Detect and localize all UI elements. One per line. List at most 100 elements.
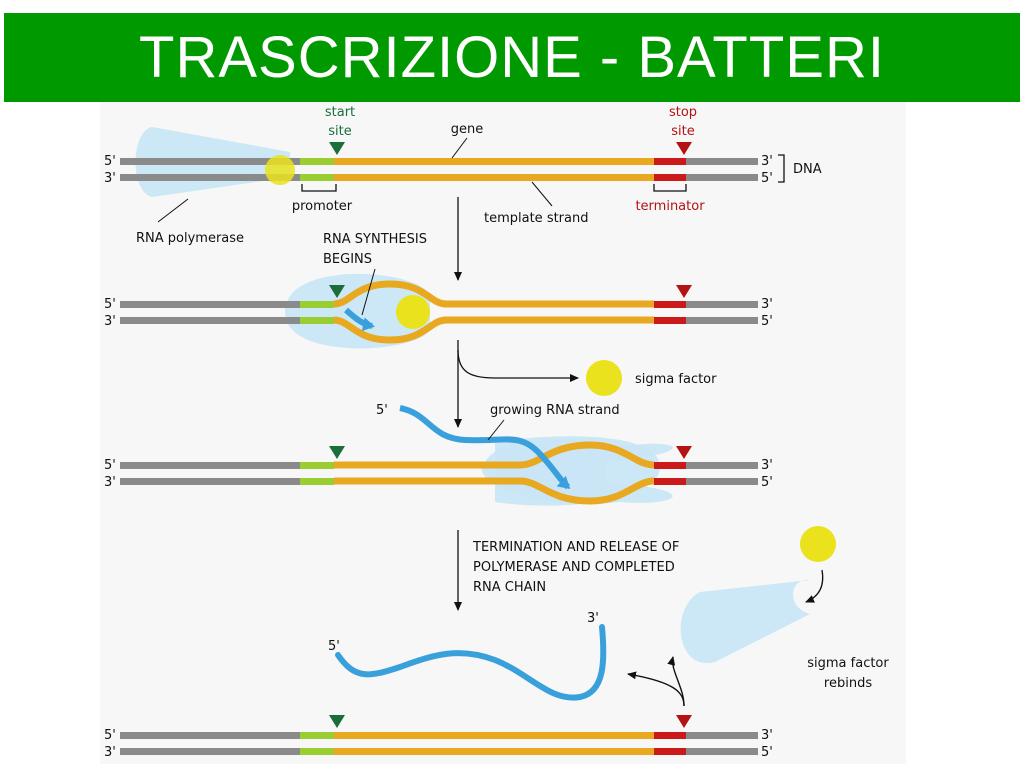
s3-bottom-5-end: 5' xyxy=(761,475,773,490)
gene-label: gene xyxy=(451,122,484,137)
growing-rna-strand xyxy=(399,405,571,490)
dna-bottom-right xyxy=(686,174,758,181)
s3-bubble-top xyxy=(334,441,655,469)
s4-top-3-end: 3' xyxy=(761,728,773,743)
termination-label-1: TERMINATION AND RELEASE OF xyxy=(472,540,679,555)
stage-4-termination: sigma factor rebinds 5' 3' 5' 3' 3' 5' xyxy=(104,526,889,760)
s4-top-terminator xyxy=(654,732,686,739)
terminator-bracket xyxy=(653,184,687,192)
growing-rna-pointer xyxy=(487,419,505,441)
termination-label-3: RNA CHAIN xyxy=(473,580,546,595)
rna-polymerase-shape-2 xyxy=(285,273,430,349)
released-polymerase xyxy=(680,579,810,664)
s4-top-promoter xyxy=(300,732,334,739)
start-site-label-2: site xyxy=(328,124,351,139)
s3-top-5-end: 5' xyxy=(104,458,116,473)
stage-1-initiation: 5' 3' 3' 5' DNA start site stop site gen… xyxy=(104,105,822,281)
s3-bottom-right xyxy=(686,478,758,485)
sigma-factor-bound xyxy=(265,155,295,185)
sigma-factor-label: sigma factor xyxy=(635,372,717,387)
s1-top-3-end: 3' xyxy=(761,154,773,169)
terminator-bottom xyxy=(654,174,686,181)
rna-polymerase-pointer xyxy=(157,198,189,223)
dna-bracket xyxy=(778,154,785,183)
s4-top-gene xyxy=(334,732,654,739)
promoter-top xyxy=(300,158,334,165)
s4-top-5-end: 5' xyxy=(104,728,116,743)
promoter-label: promoter xyxy=(292,199,353,214)
gene-top xyxy=(334,158,654,165)
s2-top-3-end: 3' xyxy=(761,297,773,312)
promoter-bottom xyxy=(300,174,334,181)
s2-bottom-left xyxy=(120,317,300,324)
start-site-marker-3 xyxy=(329,446,345,459)
s3-bottom-promoter xyxy=(300,478,334,485)
s2-top-promoter xyxy=(300,301,334,308)
stop-site-marker xyxy=(676,142,692,155)
s3-bottom-3-end: 3' xyxy=(104,475,116,490)
start-site-marker-2 xyxy=(329,285,345,298)
sigma-factor-rebinding xyxy=(800,526,836,562)
template-strand-pointer xyxy=(531,181,553,207)
s2-bottom-5-end: 5' xyxy=(761,314,773,329)
terminator-top xyxy=(654,158,686,165)
s2-bottom-right xyxy=(686,317,758,324)
s1-bottom-3-end: 3' xyxy=(104,171,116,186)
s3-top-left xyxy=(120,462,300,469)
s2-bubble-bottom xyxy=(333,316,654,344)
stage-3-elongation: 5' growing RNA strand 5' 3' 3' 5' TERMIN… xyxy=(104,403,773,611)
start-site-label-1: start xyxy=(325,105,355,120)
release-arrow-left xyxy=(627,671,685,707)
stop-site-marker-2 xyxy=(676,285,692,298)
s3-bottom-terminator xyxy=(654,478,686,485)
s3-top-right xyxy=(686,462,758,469)
start-site-marker-4 xyxy=(329,715,345,728)
s4-bottom-left xyxy=(120,748,300,755)
s1-bottom-5-end: 5' xyxy=(761,171,773,186)
gene-pointer xyxy=(451,137,468,159)
s2-bottom-promoter xyxy=(300,317,334,324)
slide-title: TRASCRIZIONE - BATTERI xyxy=(139,25,885,90)
rna-3-end-s4: 3' xyxy=(587,611,599,626)
s3-top-3-end: 3' xyxy=(761,458,773,473)
completed-rna-chain xyxy=(335,624,607,701)
transcription-diagram: 5' 3' 3' 5' DNA start site stop site gen… xyxy=(100,102,906,764)
stop-site-marker-3 xyxy=(676,446,692,459)
termination-label-2: POLYMERASE AND COMPLETED xyxy=(473,560,675,575)
s2-bottom-3-end: 3' xyxy=(104,314,116,329)
s4-bottom-terminator xyxy=(654,748,686,755)
dna-label: DNA xyxy=(793,162,822,177)
s2-top-right xyxy=(686,301,758,308)
sigma-factor-leaving xyxy=(396,295,430,329)
stage-2-rna-synthesis-begins: 5' 3' 3' 5' RNA SYNTHESIS BEGINS sigma f… xyxy=(104,232,773,428)
s2-bottom-terminator xyxy=(654,317,686,324)
release-arrow-right xyxy=(667,656,685,707)
start-site-marker xyxy=(329,142,345,155)
rna-synthesis-label-2: BEGINS xyxy=(323,252,372,267)
gene-bottom xyxy=(334,174,654,181)
s2-top-left xyxy=(120,301,300,308)
promoter-bracket xyxy=(301,184,337,192)
s4-top-left xyxy=(120,732,300,739)
s3-bubble-bottom xyxy=(334,477,655,505)
dna-top-right xyxy=(686,158,758,165)
rna-start-segment xyxy=(344,307,375,332)
s4-bottom-5-end: 5' xyxy=(761,745,773,760)
s4-bottom-right xyxy=(686,748,758,755)
rna-5-end-s4: 5' xyxy=(328,639,340,654)
s4-bottom-3-end: 3' xyxy=(104,745,116,760)
rna-synthesis-label-1: RNA SYNTHESIS xyxy=(323,232,427,247)
s2-top-5-end: 5' xyxy=(104,297,116,312)
stop-site-label-1: stop xyxy=(669,105,697,120)
dna-top-left xyxy=(120,158,300,165)
s3-top-promoter xyxy=(300,462,334,469)
growing-rna-label: growing RNA strand xyxy=(490,403,620,418)
rna-5-end-s3: 5' xyxy=(376,403,388,418)
rna-polymerase-label: RNA polymerase xyxy=(136,231,244,246)
template-strand-label: template strand xyxy=(484,211,589,226)
sigma-rebinds-label-2: rebinds xyxy=(824,676,872,691)
rebind-arrow xyxy=(805,569,824,603)
s2-bubble-top xyxy=(333,280,654,308)
terminator-label: terminator xyxy=(635,199,705,214)
s4-top-right xyxy=(686,732,758,739)
